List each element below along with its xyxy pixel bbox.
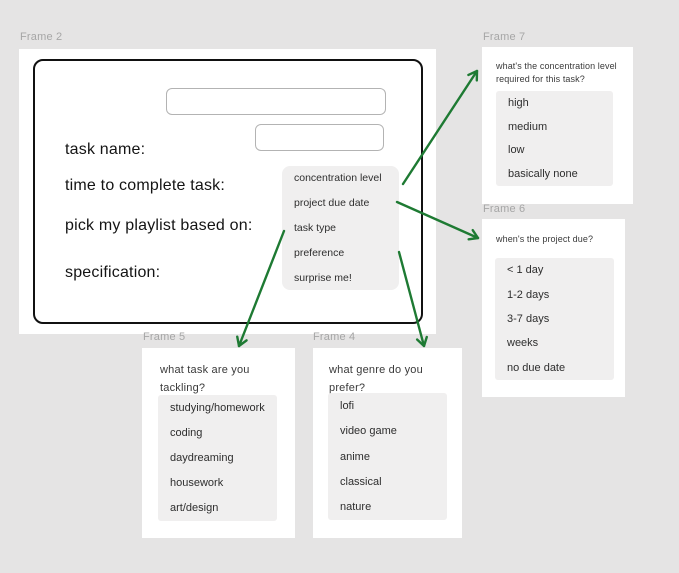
frame6-label[interactable]: Frame 6 — [483, 203, 526, 215]
option-less-1-day[interactable]: < 1 day — [507, 264, 544, 277]
frame4-card: what genre do you prefer? lofi video gam… — [313, 348, 462, 538]
option-housework[interactable]: housework — [170, 477, 224, 490]
frame2-label[interactable]: Frame 2 — [20, 31, 63, 43]
task-name-label: task name: — [65, 141, 146, 158]
option-no-due-date[interactable]: no due date — [507, 361, 566, 374]
frame5-label[interactable]: Frame 5 — [143, 331, 186, 343]
genre-options-list: lofi video game anime classical nature — [328, 393, 447, 520]
frame7-question-line2: required for this task? — [496, 74, 585, 84]
option-preference[interactable]: preference — [294, 246, 345, 259]
frame6-question: when's the project due? — [496, 233, 593, 246]
option-basically-none[interactable]: basically none — [508, 168, 578, 181]
frame7-label[interactable]: Frame 7 — [483, 31, 526, 43]
option-anime[interactable]: anime — [340, 450, 370, 463]
option-art-design[interactable]: art/design — [170, 502, 219, 515]
option-lofi[interactable]: lofi — [340, 399, 355, 412]
frame7-card: what's the concentration level required … — [482, 47, 633, 204]
due-date-options-list: < 1 day 1-2 days 3-7 days weeks no due d… — [495, 258, 614, 380]
frame6-question-line1: when's the project due? — [496, 234, 594, 244]
option-surprise-me[interactable]: surprise me! — [294, 271, 352, 284]
frame4-label[interactable]: Frame 4 — [313, 331, 356, 343]
frame5-question-line2: tackling? — [160, 381, 206, 394]
option-1-2-days[interactable]: 1-2 days — [507, 288, 550, 301]
option-coding[interactable]: coding — [170, 426, 203, 439]
option-weeks[interactable]: weeks — [507, 337, 539, 350]
playlist-options-list: concentration level project due date tas… — [282, 166, 399, 290]
form-outline — [33, 59, 423, 324]
frame5-question-line1: what task are you — [160, 364, 250, 376]
time-to-complete-input[interactable] — [255, 124, 384, 151]
specification-label: specification: — [65, 264, 161, 281]
frame4-question-line1: what genre do you — [329, 364, 423, 376]
picker-label: pick my playlist based on: — [65, 217, 253, 234]
option-medium[interactable]: medium — [508, 120, 548, 133]
task-name-input[interactable] — [166, 88, 386, 115]
option-classical[interactable]: classical — [340, 475, 382, 488]
frame4-question-line2: prefer? — [329, 381, 366, 394]
option-nature[interactable]: nature — [340, 501, 372, 514]
concentration-options-list: high medium low basically none — [496, 91, 613, 186]
time-to-complete-label: time to complete task: — [65, 177, 226, 194]
option-high[interactable]: high — [508, 96, 529, 109]
option-video-game[interactable]: video game — [340, 425, 397, 438]
task-type-options-list: studying/homework coding daydreaming hou… — [158, 395, 277, 521]
frame5-question: what task are you tackling? — [160, 362, 250, 397]
option-daydreaming[interactable]: daydreaming — [170, 452, 234, 464]
option-concentration-level[interactable]: concentration level — [294, 172, 382, 185]
frame7-question-line1: what's the concentration level — [496, 61, 617, 71]
frame4-question: what genre do you prefer? — [329, 362, 423, 397]
option-3-7-days[interactable]: 3-7 days — [507, 313, 550, 326]
option-project-due-date[interactable]: project due date — [294, 197, 370, 210]
option-low[interactable]: low — [508, 144, 525, 157]
frame2-card: task name: time to complete task: pick m… — [19, 49, 436, 334]
option-task-type[interactable]: task type — [294, 221, 337, 234]
frame6-card: when's the project due? < 1 day 1-2 days… — [482, 219, 625, 397]
option-studying-homework[interactable]: studying/homework — [170, 401, 265, 414]
frame5-card: what task are you tackling? studying/hom… — [142, 348, 295, 538]
frame7-question: what's the concentration level required … — [496, 60, 617, 86]
